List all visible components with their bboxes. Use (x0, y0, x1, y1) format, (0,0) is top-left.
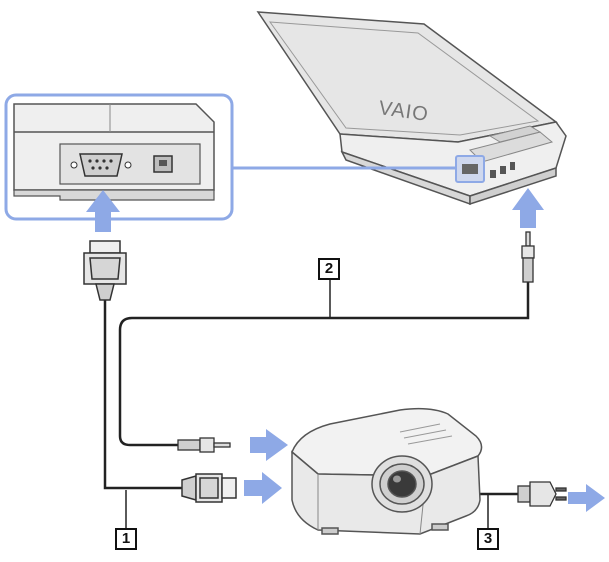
connection-arrow-icon (86, 190, 120, 232)
vga-connector-icon (83, 240, 127, 301)
display-cable (103, 300, 182, 490)
callout-label-2: 2 (318, 258, 340, 280)
vga-connector-icon (181, 473, 237, 503)
audio-plug-icon (521, 231, 535, 283)
audio-plug-icon (177, 437, 231, 453)
port-zoom-inset (4, 93, 456, 221)
vga-port-icon (70, 153, 132, 177)
cables (103, 282, 530, 496)
projector-lens (371, 455, 433, 513)
connection-arrow-icon (512, 188, 544, 228)
callout-label-3: 3 (477, 528, 499, 550)
connection-arrow-icon (250, 429, 288, 461)
connection-arrows (86, 188, 605, 512)
callout-label-1: 1 (115, 528, 137, 550)
power-plug-icon (517, 481, 567, 507)
projector (291, 407, 483, 535)
connection-arrow-icon (568, 484, 605, 512)
audio-cable (118, 282, 530, 447)
callout-leaders (125, 280, 489, 528)
laptop (256, 11, 567, 206)
connection-arrow-icon (244, 472, 282, 504)
